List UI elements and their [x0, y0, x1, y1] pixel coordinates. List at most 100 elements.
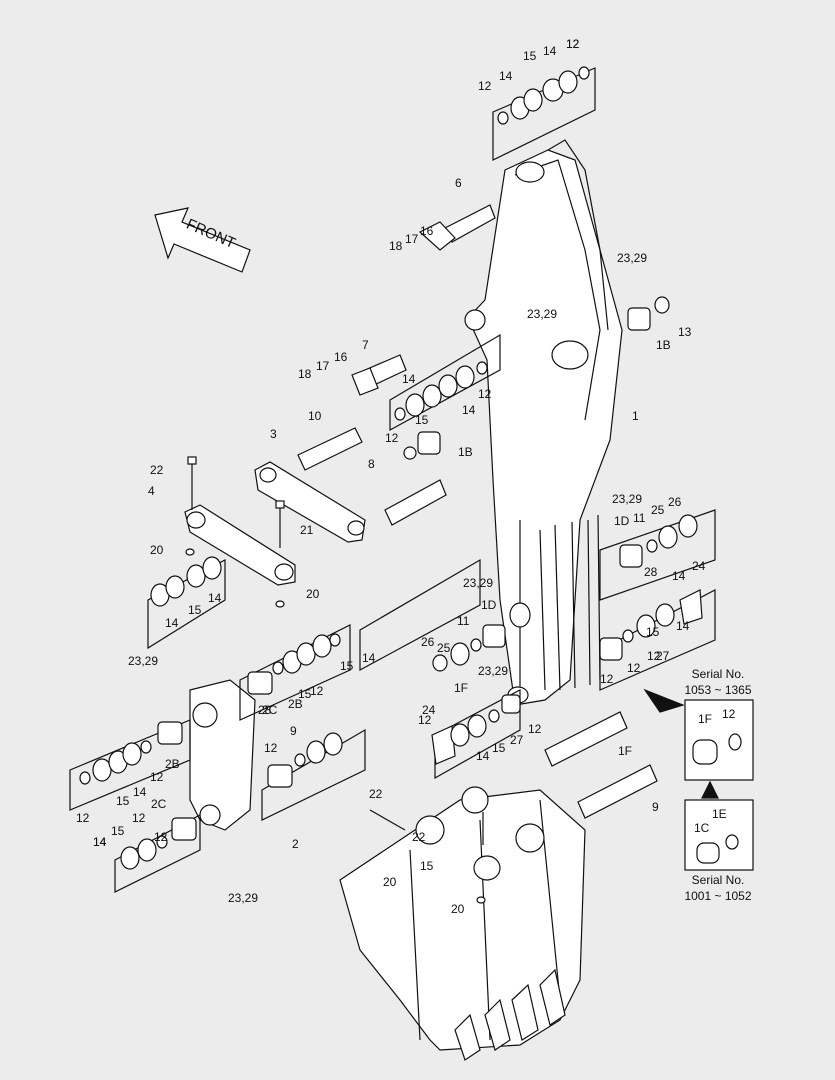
pin-6	[418, 204, 496, 251]
part-number-label: 15	[111, 824, 125, 838]
bolt-21	[275, 500, 285, 548]
washer-stack-left-mid	[239, 624, 351, 721]
part-number-label: 28	[644, 565, 658, 579]
part-number-label: 9	[290, 724, 297, 738]
part-number-label: 14	[499, 69, 513, 83]
part-number-label: 15	[646, 625, 660, 639]
bolt-22-lower	[369, 809, 406, 831]
part-number-label: 26	[421, 635, 435, 649]
part-number-label: 1F	[454, 681, 468, 695]
part-number-label: 2B	[288, 697, 303, 711]
part-number-label: 12	[600, 672, 614, 686]
washer-stack-left-bottom	[114, 814, 201, 893]
part-number-label: 16	[420, 224, 434, 238]
part-number-label: 14	[402, 372, 416, 386]
washer-stack-left-low	[69, 719, 191, 811]
part-number-label: 6	[455, 176, 462, 190]
part-number-label: 12	[310, 684, 324, 698]
pin-9-lower	[577, 764, 658, 819]
part-number-label: 12	[132, 811, 146, 825]
part-number-label: 24	[422, 703, 436, 717]
part-number-label: 24	[692, 559, 706, 573]
serial-box-1053-1365: 1F 12 Serial No. 1053 ~ 1365	[643, 667, 754, 781]
part-number-label: 22	[150, 463, 164, 477]
part-number-label: 1B	[458, 445, 473, 459]
part-number-label: 22	[369, 787, 383, 801]
part-number-label: 14	[93, 835, 107, 849]
serial-caption: Serial No.	[692, 667, 745, 681]
part-number-label: 16	[334, 350, 348, 364]
part-number-label: 12	[154, 830, 168, 844]
part-number-label: 12	[566, 37, 580, 51]
part-number-label: 11	[633, 511, 646, 525]
part-number-label: 15	[523, 49, 537, 63]
washer-stack-right-1f	[599, 589, 716, 691]
part-number-label: 12	[418, 713, 432, 727]
part-number-label: 2B	[165, 757, 180, 771]
link-4	[184, 504, 296, 586]
serial-box-part-label: 1C	[694, 821, 710, 835]
part-number-label: 1	[632, 409, 639, 423]
pin-8	[384, 479, 447, 526]
part-number-label: 14	[208, 591, 222, 605]
part-number-label: 23,29	[617, 251, 647, 265]
top-washer-stack	[492, 66, 596, 161]
part-number-label: 17	[316, 359, 330, 373]
part-number-label: 2	[292, 837, 299, 851]
washer-stack-mid-1f	[431, 689, 521, 780]
link-2	[189, 679, 256, 831]
part-number-label: 23,29	[128, 654, 158, 668]
part-number-label: 7	[362, 338, 369, 352]
part-number-label: 15	[188, 603, 202, 617]
part-number-label: 20	[306, 587, 320, 601]
serial-box-part-label: 1E	[712, 807, 727, 821]
part-number-label: 14	[133, 785, 147, 799]
part-number-label: 26	[668, 495, 682, 509]
part-number-label: 15	[116, 794, 130, 808]
serial-box-part-label: 12	[722, 707, 736, 721]
washer-stack-center	[261, 728, 366, 821]
part-number-label: 12	[566, 37, 580, 51]
part-number-label: 12	[478, 79, 492, 93]
pin-7	[351, 354, 407, 396]
pin-10	[297, 427, 363, 471]
part-number-label: 27	[510, 733, 524, 747]
bucket	[339, 786, 586, 1061]
part-number-label: 18	[389, 239, 403, 253]
part-number-label: 17	[405, 232, 419, 246]
part-number-label: 13	[678, 325, 692, 339]
part-number-label: 14	[476, 749, 490, 763]
part-number-label: 15	[298, 687, 312, 701]
part-number-label: 25	[651, 503, 665, 517]
bolt-22-upper	[187, 456, 197, 510]
nut-20	[185, 548, 486, 904]
part-number-label: 10	[308, 409, 322, 423]
part-number-label: 20	[451, 902, 465, 916]
washer-stack-upper-mid	[389, 333, 501, 460]
part-number-label: 15	[340, 659, 354, 673]
part-number-label: 27	[656, 649, 670, 663]
part-number-label: 28	[258, 703, 272, 717]
part-number-label: 23,29	[527, 307, 557, 321]
part-number-label: 12	[627, 661, 641, 675]
part-number-label: 12	[150, 770, 164, 784]
part-number-label: 12	[385, 431, 399, 445]
part-number-label: 12	[264, 741, 278, 755]
part-number-label: 14	[362, 651, 376, 665]
part-number-label: 9	[652, 800, 659, 814]
part-number-label: 14	[543, 44, 557, 58]
part-number-label: 1F	[618, 744, 632, 758]
part-number-label: 4	[148, 484, 155, 498]
link-3	[254, 461, 366, 543]
part-number-label: 14	[676, 619, 690, 633]
part-number-label: 12	[647, 649, 661, 663]
serial-range: 1053 ~ 1365	[684, 683, 751, 697]
part-number-label: 20	[150, 543, 164, 557]
washer-stack-right-1b	[627, 296, 670, 331]
part-number-label: 20	[383, 875, 397, 889]
part-number-label: 23,29	[463, 576, 493, 590]
arm-body	[464, 139, 623, 706]
